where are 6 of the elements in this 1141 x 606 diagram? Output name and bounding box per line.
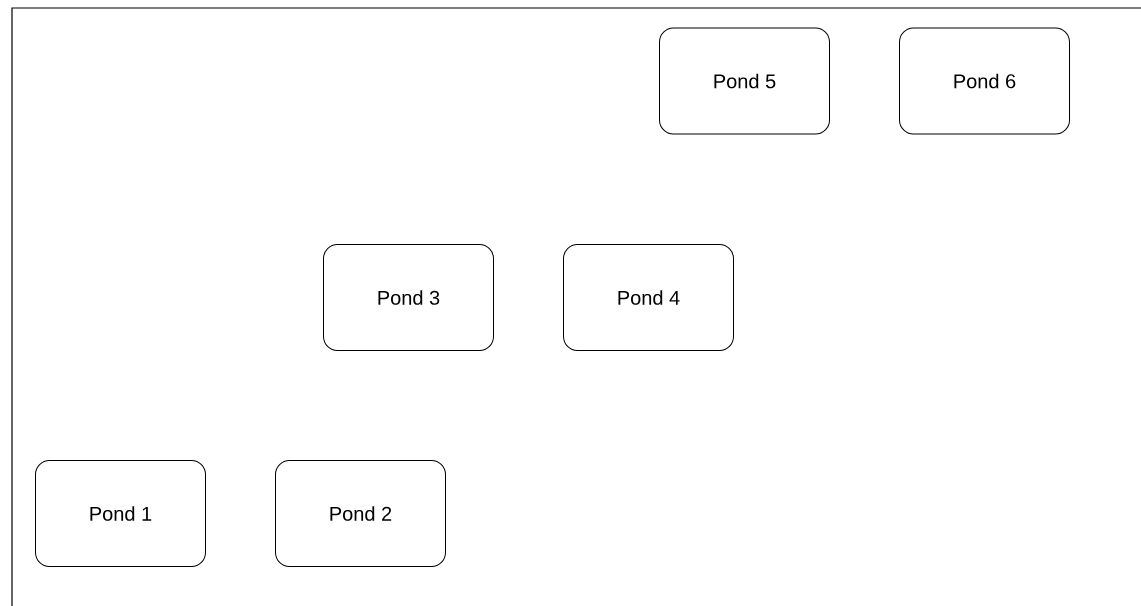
pond-box: Pond 5 [659, 27, 830, 135]
pond-box: Pond 2 [275, 460, 446, 567]
pond-box: Pond 4 [563, 244, 734, 351]
pond-box: Pond 6 [899, 27, 1070, 135]
pond-box: Pond 1 [35, 460, 206, 567]
pond-box: Pond 3 [323, 244, 494, 351]
